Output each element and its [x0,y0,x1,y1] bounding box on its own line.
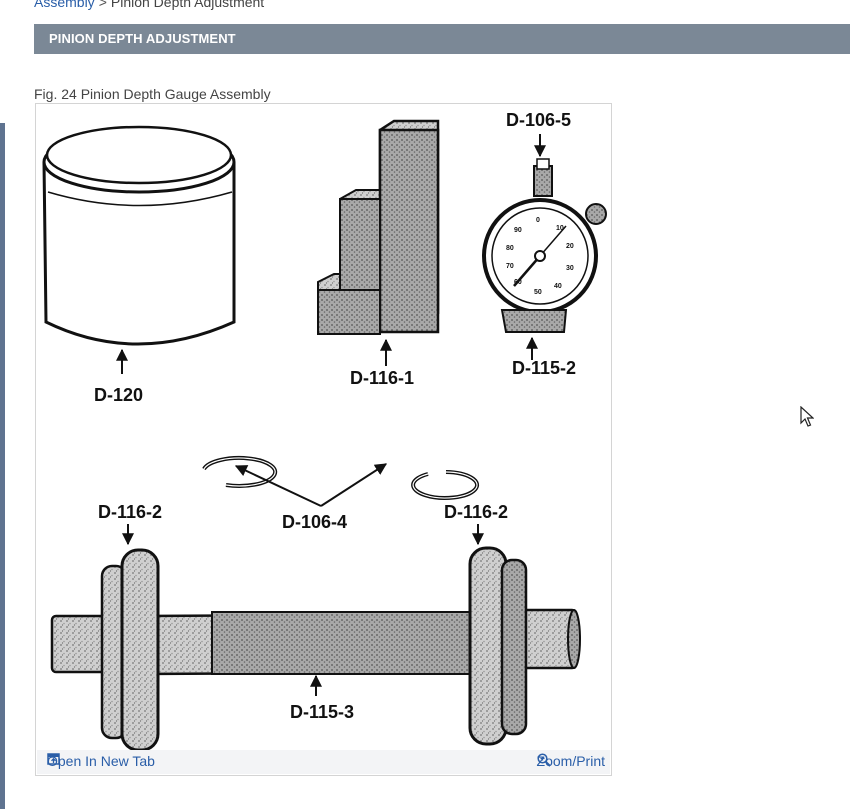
label-d106-5: D-106-5 [506,110,571,130]
breadcrumb-separator: > [98,0,107,10]
gauge-num-10: 10 [556,225,564,232]
open-in-new-tab-label: Open In New Tab [47,753,155,769]
breadcrumb-link-assembly[interactable]: Assembly [34,0,95,10]
snap-rings-d106-4 [202,455,480,507]
label-d120: D-120 [94,385,143,405]
open-new-tab-icon [47,753,60,765]
zoom-print-label: Zoom/Print [536,753,605,769]
label-d115-2: D-115-2 [512,358,576,378]
gauge-num-40: 40 [554,283,562,290]
figure-caption: Fig. 24 Pinion Depth Gauge Assembly [34,86,271,102]
label-d106-4: D-106-4 [282,512,347,532]
section-header: PINION DEPTH ADJUSTMENT [34,24,850,54]
cup-d120 [42,125,236,374]
label-d116-2-left: D-116-2 [98,502,162,522]
gauge-num-20: 20 [566,243,574,250]
breadcrumb-current: Pinion Depth Adjustment [110,0,265,10]
left-rail [0,123,5,809]
zoom-print-link[interactable]: Zoom/Print [537,753,605,769]
gauge-num-90: 90 [514,227,522,234]
gauge-num-60: 60 [514,279,522,286]
arbor-d115-3 [50,546,581,752]
label-d116-2-right: D-116-2 [444,502,508,522]
breadcrumb: Assembly>Pinion Depth Adjustment [34,0,264,10]
gauge-num-80: 80 [506,245,514,252]
figure-footer: Open In New Tab Zoom/Print [37,750,610,774]
pinion-gauge-illustration: D-120 D-116-1 0 10 20 30 40 [42,110,607,752]
mouse-cursor-icon [800,406,814,427]
label-d115-3: D-115-3 [290,702,354,722]
figure-box: D-120 D-116-1 0 10 20 30 40 [35,103,612,776]
dial-gauge-d106-5: 0 10 20 30 40 50 60 70 80 90 [482,134,607,360]
gauge-num-0: 0 [536,217,540,224]
gauge-num-30: 30 [566,265,574,272]
gauge-num-50: 50 [534,289,542,296]
label-d116-1: D-116-1 [350,368,414,388]
gauge-num-70: 70 [506,263,514,270]
zoom-icon [536,753,551,767]
open-in-new-tab-link[interactable]: Open In New Tab [47,753,155,769]
block-d116-1 [317,119,440,366]
